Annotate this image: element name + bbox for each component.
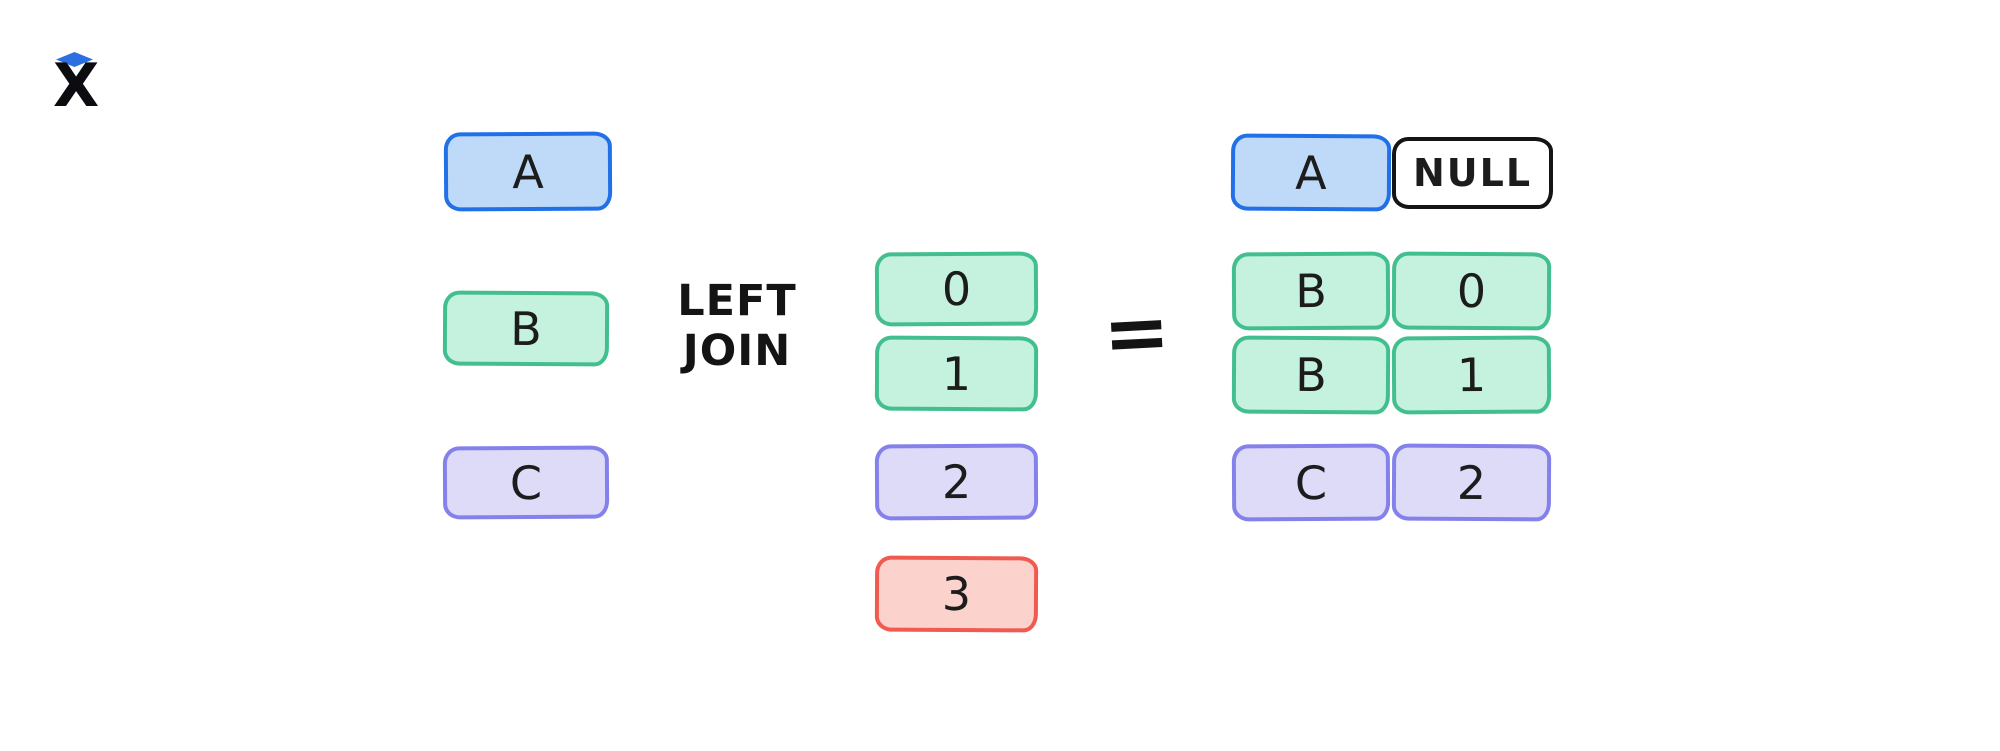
equals-sign: = <box>1100 284 1173 381</box>
result-cell-a: A <box>1230 133 1392 212</box>
result-cell-b-row2: B <box>1231 251 1391 331</box>
right-table-cell-0: 0 <box>874 251 1039 327</box>
x-logo-letter: X <box>53 51 99 121</box>
join-operator-label: LEFT JOIN <box>662 276 812 376</box>
left-table-cell-c: C <box>442 445 610 520</box>
result-cell-0: 0 <box>1391 251 1552 331</box>
right-table-cell-1: 1 <box>874 335 1039 412</box>
left-table-cell-b: B <box>442 290 610 367</box>
result-cell-null: NULL <box>1392 137 1553 209</box>
result-cell-2: 2 <box>1391 443 1552 522</box>
right-table-cell-3: 3 <box>874 555 1039 633</box>
result-cell-c: C <box>1231 443 1391 522</box>
diamond-icon <box>56 52 93 67</box>
x-logo: X <box>50 48 100 118</box>
join-operator-line1: LEFT <box>677 276 797 326</box>
result-cell-1: 1 <box>1391 335 1552 415</box>
left-table-cell-a: A <box>443 131 613 212</box>
result-cell-b-row3: B <box>1231 335 1391 415</box>
right-table-cell-2: 2 <box>874 443 1039 521</box>
join-operator-line2: JOIN <box>682 326 792 376</box>
